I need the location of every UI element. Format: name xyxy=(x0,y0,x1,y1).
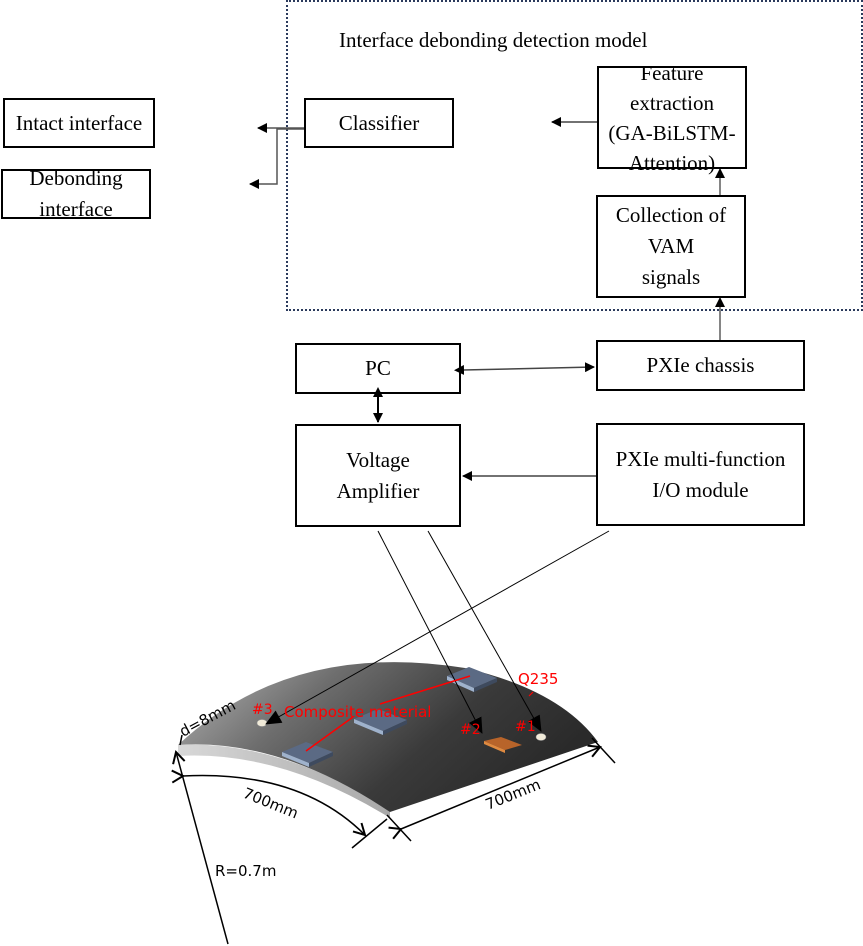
voltage-amplifier-label-1: Voltage xyxy=(346,447,410,472)
sensor-1-label: #1 xyxy=(515,719,536,735)
pxie-io-module-box: PXIe multi-function I/O module xyxy=(596,423,805,526)
sensor-1-disc xyxy=(535,733,547,741)
wire-io-to-sensor-3 xyxy=(265,530,610,725)
voltage-amplifier-box: Voltage Amplifier xyxy=(295,424,461,527)
debonding-interface-label: Debonding interface xyxy=(29,166,123,221)
arrow-classifier-to-debonding xyxy=(249,128,304,189)
leader-q235 xyxy=(528,691,534,697)
voltage-amplifier-label-2: Amplifier xyxy=(336,478,420,503)
pxie-io-module-label-2: I/O module xyxy=(652,477,749,502)
width-extension-left xyxy=(386,814,412,842)
radius-label: R=0.7m xyxy=(215,862,276,880)
arc-extension-line xyxy=(351,818,388,849)
arrow-pc-chassis xyxy=(454,362,595,375)
leader-composite-1 xyxy=(305,716,354,752)
width-extension-right xyxy=(591,737,616,764)
pxie-chassis-label: PXIe chassis xyxy=(646,353,755,377)
composite-patch-3 xyxy=(447,667,497,692)
vam-collection-box: Collection of VAM signals xyxy=(596,195,746,298)
classifier-label: Classifier xyxy=(338,110,420,135)
detection-model-title: Interface debonding detection model xyxy=(339,28,648,52)
radius-dimension xyxy=(176,752,229,945)
pxie-chassis-box: PXIe chassis xyxy=(596,340,805,391)
classifier-box: Classifier xyxy=(304,98,454,148)
feature-extraction-box: Feature extraction (GA-BiLSTM- Attention… xyxy=(597,61,747,175)
debonding-interface-box: Debonding interface xyxy=(1,166,151,221)
leader-composite-2 xyxy=(379,675,471,705)
width-dimension xyxy=(401,747,600,829)
intact-interface-label: Intact interface xyxy=(15,110,143,135)
composite-patch-1 xyxy=(282,742,333,767)
feature-extraction-label-1: Feature extraction xyxy=(630,60,714,115)
detection-model-boundary xyxy=(286,0,863,311)
sensor-2-label: #2 xyxy=(460,722,481,738)
intact-interface-box: Intact interface xyxy=(3,98,155,148)
sensor-3-label: #3 xyxy=(252,702,273,718)
wire-amplifier-to-sensor-1 xyxy=(427,530,542,732)
composite-patch-2 xyxy=(354,709,407,735)
composite-material-label: Composite material xyxy=(284,703,431,721)
feature-extraction-label-2: (GA-BiLSTM- xyxy=(608,120,736,145)
sensor-3-disc xyxy=(256,719,268,727)
feature-extraction-label-3: Attention) xyxy=(628,150,716,175)
thickness-tick xyxy=(179,734,183,746)
pxie-io-module-label-1: PXIe multi-function xyxy=(615,446,786,471)
pc-label: PC xyxy=(365,356,391,380)
vam-collection-label-2: signals xyxy=(641,265,701,289)
arc-length-dimension xyxy=(183,775,365,835)
pc-box: PC xyxy=(295,343,461,394)
vam-collection-label-1: Collection of VAM xyxy=(615,203,727,258)
q235-label: Q235 xyxy=(518,670,558,688)
width-label: 700mm xyxy=(483,775,543,813)
